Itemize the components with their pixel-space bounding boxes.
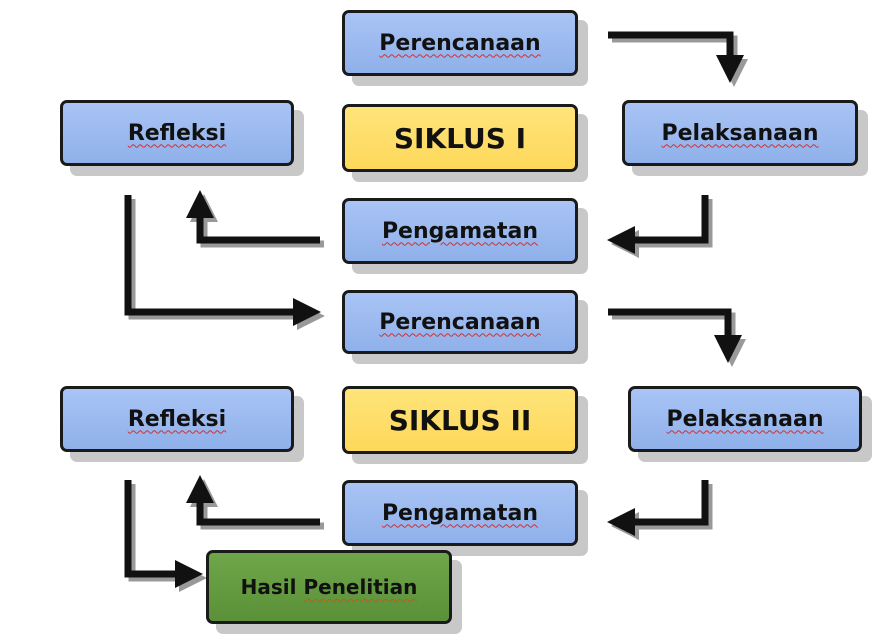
arrow-reflect1-to-plan2 [124, 195, 321, 326]
arrow-plan2-to-action2 [608, 308, 742, 363]
action-box-2: Pelaksanaan [628, 386, 862, 452]
arrow-observe1-to-reflect1 [186, 190, 320, 244]
reflection-box-2: Refleksi [60, 386, 294, 452]
planning-box-2: Perencanaan [342, 290, 578, 354]
planning-box-1: Perencanaan [342, 10, 578, 76]
arrow-plan1-to-action1 [608, 31, 744, 83]
arrow-reflect2-to-result [124, 480, 203, 588]
reflection-box-1: Refleksi [60, 100, 294, 166]
research-result-box: Hasil Penelitian [206, 550, 452, 624]
observation-box-2: Pengamatan [342, 480, 578, 546]
cycle-1-title-box: SIKLUS I [342, 104, 578, 172]
arrow-action1-to-observe1 [607, 195, 709, 254]
observation-box-1: Pengamatan [342, 198, 578, 264]
arrow-action2-to-observe2 [607, 480, 709, 536]
action-box-1: Pelaksanaan [622, 100, 858, 166]
arrow-observe2-to-reflect2 [186, 475, 320, 526]
cycle-2-title-box: SIKLUS II [342, 386, 578, 454]
